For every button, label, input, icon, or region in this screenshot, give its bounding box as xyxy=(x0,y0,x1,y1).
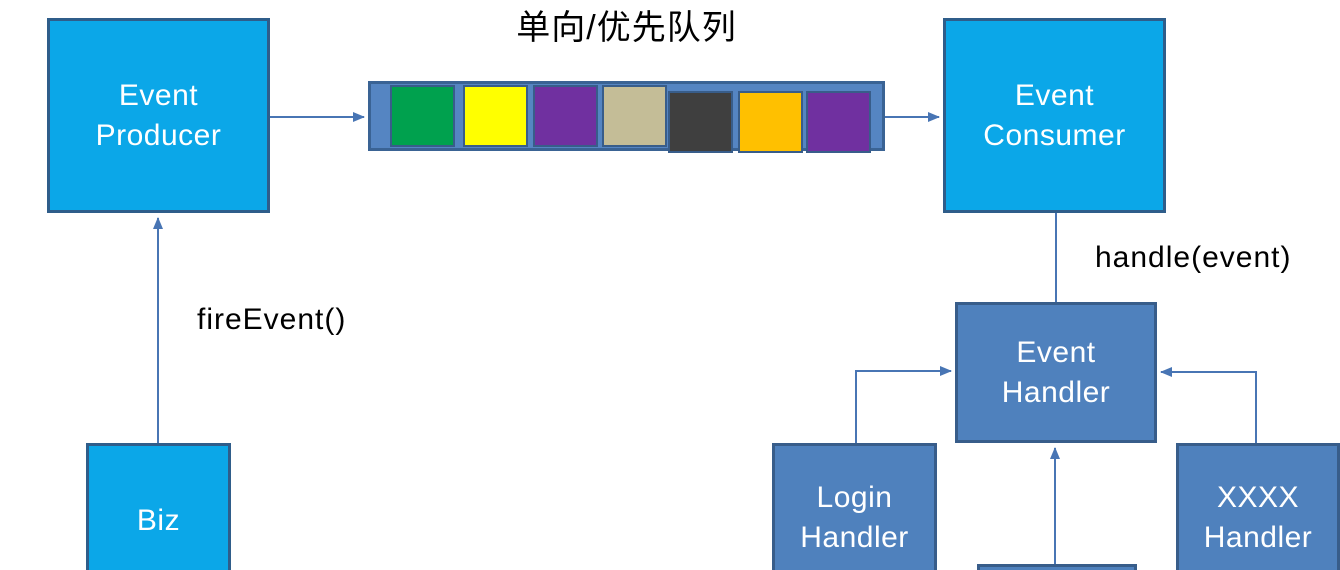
event-consumer-box: Event Consumer xyxy=(943,18,1166,213)
biz-box: Biz xyxy=(86,443,231,570)
arrow-login-to-handler xyxy=(855,366,952,443)
queue-segment-dark-gray xyxy=(668,91,733,153)
event-handler-box: Event Handler xyxy=(955,302,1157,443)
queue-segment-green xyxy=(390,85,455,147)
fire-event-label: fireEvent() xyxy=(197,303,347,336)
queue-segment-orange xyxy=(738,91,803,153)
queue-title: 单向/优先队列 xyxy=(516,9,737,47)
bottom-partial-box xyxy=(977,564,1137,570)
queue-segment-tan xyxy=(602,85,667,147)
queue-bar xyxy=(368,81,885,153)
login-handler-box: Login Handler xyxy=(772,443,937,570)
event-producer-box: Event Producer xyxy=(47,18,270,213)
handle-event-label: handle(event) xyxy=(1095,241,1292,274)
queue-segment-purple-2 xyxy=(806,91,871,153)
xxxx-handler-box: XXXX Handler xyxy=(1176,443,1340,570)
queue-segment-purple xyxy=(533,85,598,147)
arrow-xxxx-to-handler xyxy=(1160,367,1257,443)
queue-segment-yellow xyxy=(463,85,528,147)
